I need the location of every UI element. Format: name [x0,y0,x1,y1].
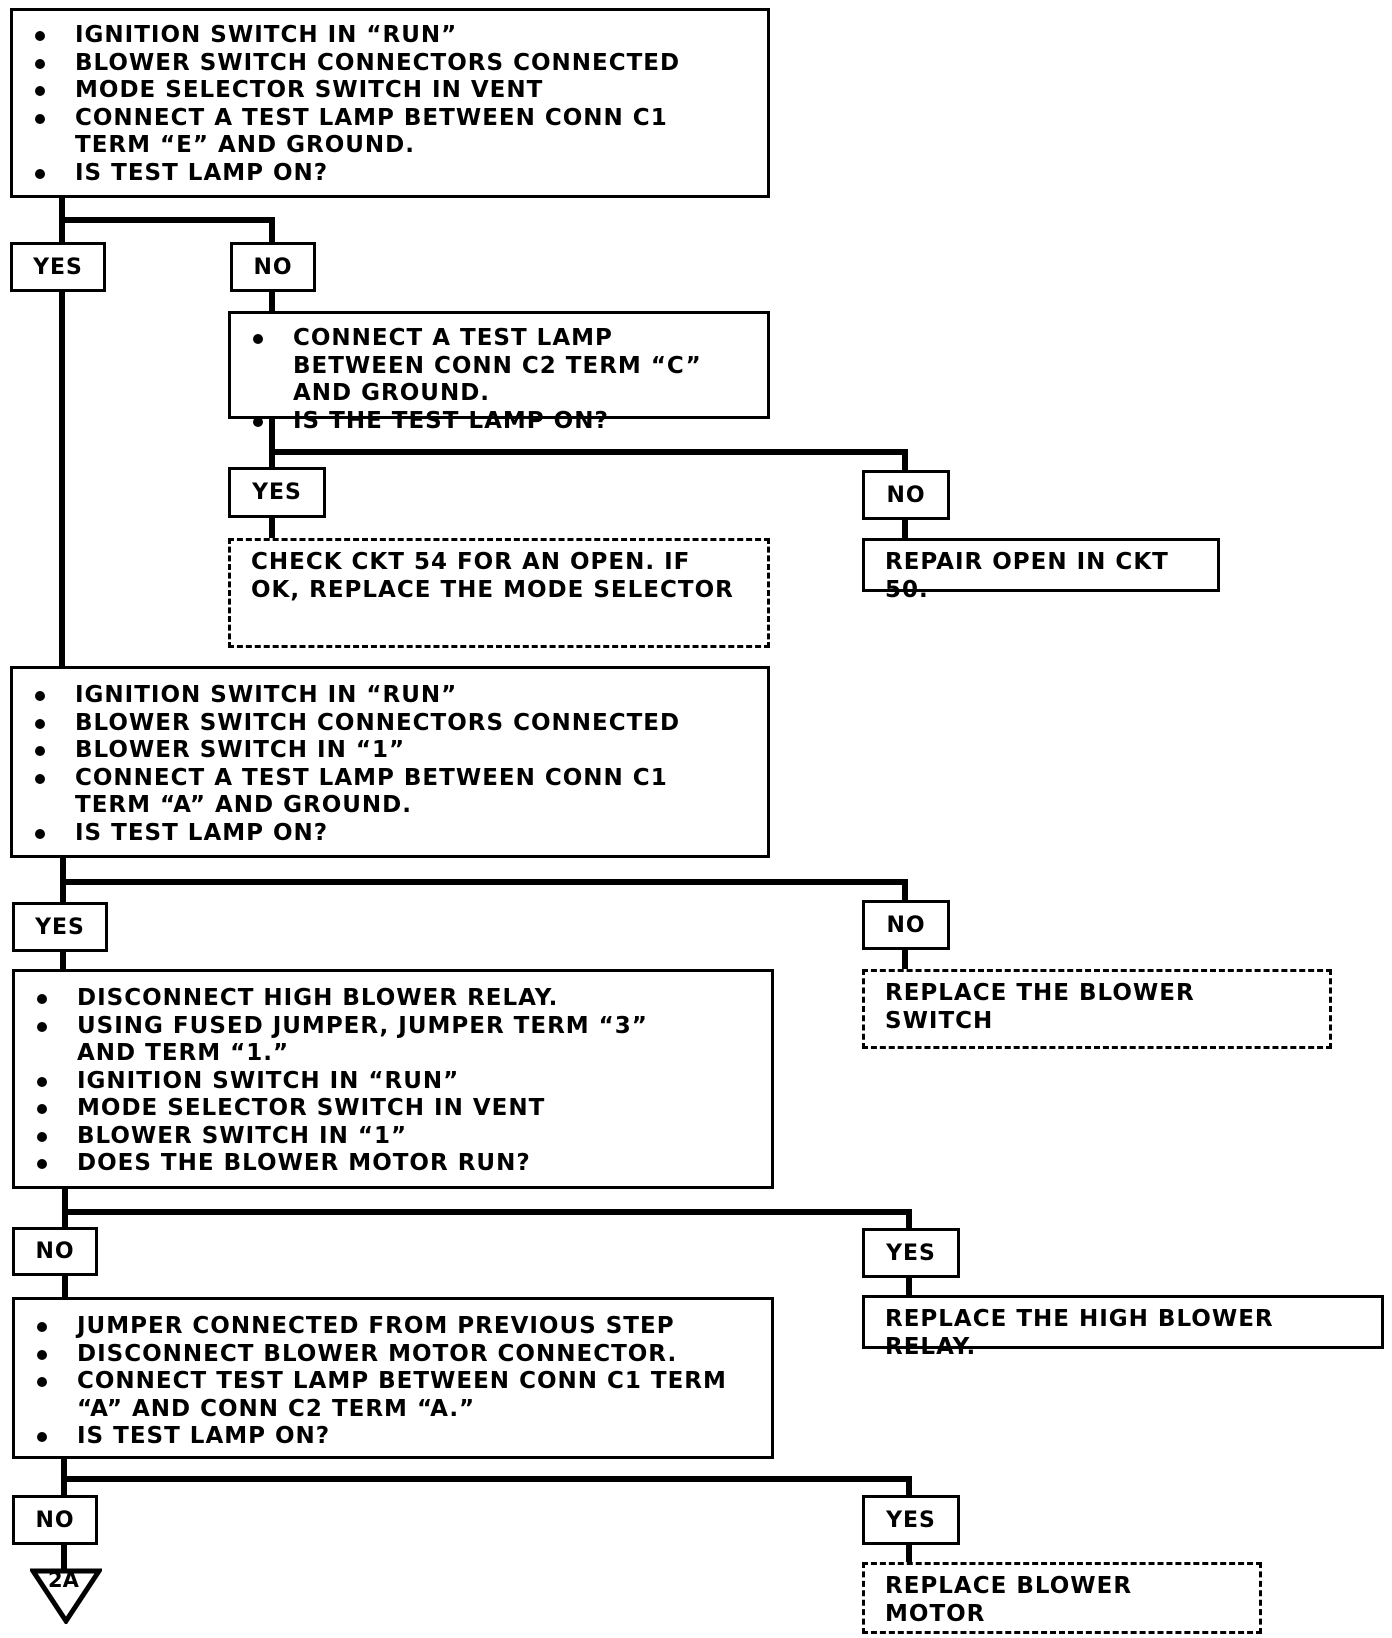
step2-item: IS TEST LAMP ON? [13,820,767,848]
step2-no-label: NO [862,900,950,950]
step1-no-no-label: NO [862,470,950,520]
step4-item: JUMPER CONNECTED FROM PREVIOUS STEP [15,1313,771,1341]
step4-yes-label: YES [862,1495,960,1545]
step1-item: MODE SELECTOR SWITCH IN VENT [13,77,767,105]
step2-item: BLOWER SWITCH IN “1” [13,737,767,765]
step3-item: MODE SELECTOR SWITCH IN VENT [15,1095,771,1123]
step3-item: USING FUSED JUMPER, JUMPER TERM “3” AND … [15,1013,697,1068]
result-replace-high-blower-relay: REPLACE THE HIGH BLOWER RELAY. [862,1295,1384,1360]
step1-yes-label: YES [10,242,106,292]
step3-item: BLOWER SWITCH IN “1” [15,1123,771,1151]
step2-yes-label: YES [12,902,108,952]
result-check-ckt54: CHECK CKT 54 FOR AN OPEN. IF OK, REPLACE… [228,538,770,648]
step1-box: IGNITION SWITCH IN “RUN” BLOWER SWITCH C… [10,8,770,198]
step4-item: DISCONNECT BLOWER MOTOR CONNECTOR. [15,1341,771,1369]
connector-2a: 2A [30,1568,102,1624]
step3-item: IGNITION SWITCH IN “RUN” [15,1068,771,1096]
step2-item: CONNECT A TEST LAMP BETWEEN CONN C1 TERM… [13,765,675,820]
result-replace-blower-motor: REPLACE BLOWER MOTOR [862,1562,1262,1634]
connector-label: 2A [48,1568,79,1592]
step2-item: BLOWER SWITCH CONNECTORS CONNECTED [13,710,767,738]
step2-box: IGNITION SWITCH IN “RUN” BLOWER SWITCH C… [10,666,770,858]
step1-no-label: NO [230,242,316,292]
result-repair-ckt50: REPAIR OPEN IN CKT 50. [862,538,1220,603]
step4-box: JUMPER CONNECTED FROM PREVIOUS STEP DISC… [12,1297,774,1459]
triangle-connector-icon [30,1568,102,1624]
step1-item: IGNITION SWITCH IN “RUN” [13,22,767,50]
step1-no-box: CONNECT A TEST LAMP BETWEEN CONN C2 TERM… [228,311,770,434]
step3-item: DISCONNECT HIGH BLOWER RELAY. [15,985,771,1013]
step1-item: CONNECT A TEST LAMP BETWEEN CONN C1 TERM… [13,105,675,160]
step1-item: BLOWER SWITCH CONNECTORS CONNECTED [13,50,767,78]
result-replace-blower-switch: REPLACE THE BLOWER SWITCH [862,969,1332,1049]
step3-box: DISCONNECT HIGH BLOWER RELAY. USING FUSE… [12,969,774,1189]
step4-item: IS TEST LAMP ON? [15,1423,771,1451]
step1-no-item: IS THE TEST LAMP ON? [231,408,767,436]
step3-no-label: NO [12,1227,98,1276]
step4-no-label: NO [12,1495,98,1545]
step3-yes-label: YES [862,1228,960,1278]
step4-item: CONNECT TEST LAMP BETWEEN CONN C1 TERM “… [15,1368,767,1423]
step1-no-item: CONNECT A TEST LAMP BETWEEN CONN C2 TERM… [231,325,743,408]
step1-no-yes-label: YES [228,467,326,518]
step1-item: IS TEST LAMP ON? [13,160,767,188]
step3-item: DOES THE BLOWER MOTOR RUN? [15,1150,771,1178]
step2-item: IGNITION SWITCH IN “RUN” [13,682,767,710]
